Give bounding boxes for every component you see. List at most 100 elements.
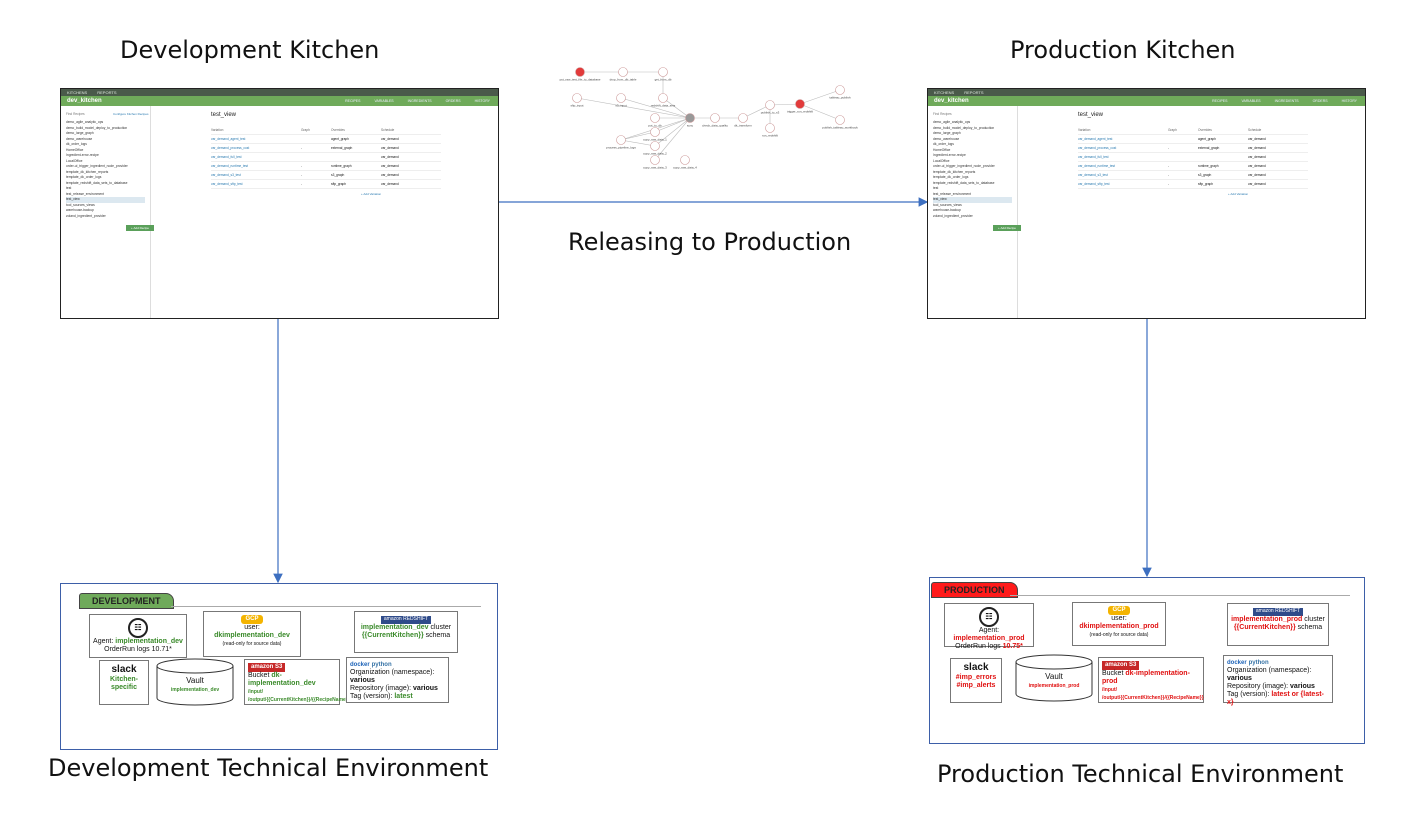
tab-orders[interactable]: ORDERS	[1312, 99, 1328, 103]
graph-node[interactable]	[710, 113, 720, 123]
recipe-item[interactable]: demo_agile_analytic_ops	[933, 120, 971, 124]
graph-node[interactable]	[650, 113, 660, 123]
graph-edge	[620, 97, 691, 119]
graph-node[interactable]	[680, 155, 690, 165]
recipe-item[interactable]: test_release_environment	[933, 191, 971, 196]
recipe-item[interactable]: test	[66, 186, 72, 190]
recipe-item[interactable]: template_redshift_data_sets_to_database	[66, 180, 128, 185]
tag-label: Tag (version):	[350, 693, 393, 701]
recipe-item[interactable]: demo_agile_analytic_ops	[66, 120, 104, 124]
recipe-item[interactable]: demo_build_model_deploy_to_production	[933, 125, 995, 130]
graph-node[interactable]	[685, 113, 695, 123]
graph-node[interactable]	[650, 155, 660, 165]
tab-ingredients[interactable]: INGREDIENTS	[407, 99, 432, 103]
recipe-item[interactable]: order-ui_trigger_ingredient_node_provide…	[66, 164, 128, 168]
recipe-item[interactable]: test	[933, 186, 939, 190]
tab-history[interactable]: HISTORY	[1341, 99, 1357, 103]
recipe-item[interactable]: dk_order_logs	[933, 142, 954, 146]
graph-node[interactable]	[575, 67, 585, 77]
recipe-item[interactable]: warehouse-backup	[933, 208, 961, 212]
recipe-item[interactable]: demo_warehouse	[66, 136, 93, 141]
graph-node[interactable]	[765, 100, 775, 110]
tab-orders[interactable]: ORDERS	[445, 99, 461, 103]
recipe-item[interactable]: Ingredient-error-recipe	[933, 153, 966, 157]
recipe-item[interactable]: Ingredient-error-recipe	[66, 153, 99, 157]
tab-variables[interactable]: VARIABLES	[374, 99, 394, 103]
recipe-item[interactable]: template_dk_order_logs	[66, 175, 102, 179]
recipe-item[interactable]: warehouse-backup	[66, 208, 94, 212]
add-recipe-button[interactable]: + Add Recipe	[126, 225, 154, 231]
graph-edge	[576, 97, 691, 119]
recipe-item[interactable]: zoland_ingredient_provider	[66, 213, 106, 218]
col-schedule: Schedule	[1248, 128, 1262, 132]
graph-node[interactable]	[616, 93, 626, 103]
graph-node[interactable]	[835, 115, 845, 125]
recipe-item[interactable]: HomeOffice	[933, 147, 951, 152]
recipe-item[interactable]: zoland_ingredient_provider	[933, 213, 973, 218]
graph-node[interactable]	[658, 93, 668, 103]
find-recipe-input[interactable]: Find Recipes	[66, 112, 85, 116]
recipe-item[interactable]: template_redshift_data_sets_to_database	[933, 180, 995, 185]
releasing-title: Releasing to Production	[568, 228, 852, 256]
graph-node[interactable]	[618, 67, 628, 77]
graph-node[interactable]	[616, 135, 626, 145]
configure-link[interactable]: Configure Kitchen Recipes	[113, 112, 149, 116]
recipe-item[interactable]: template_dk_kitchen_reports	[933, 169, 976, 174]
nav-kitchens[interactable]: KITCHENS	[934, 90, 955, 95]
vault-title: Vault	[1045, 672, 1063, 681]
bucket-path-input: /input/	[1102, 686, 1117, 693]
graph-node[interactable]	[738, 113, 748, 123]
tab-history[interactable]: HISTORY	[474, 99, 490, 103]
tab-variables[interactable]: VARIABLES	[1241, 99, 1261, 103]
tab-recipes[interactable]: RECIPES	[345, 99, 361, 103]
recipe-item[interactable]: template_dk_order_logs	[933, 175, 969, 179]
find-recipe-input[interactable]: Find Recipes	[933, 112, 952, 116]
recipe-item[interactable]: test_view	[933, 197, 1012, 203]
nav-reports[interactable]: REPORTS	[97, 90, 117, 95]
recipe-item[interactable]: dk_order_logs	[66, 142, 87, 146]
add-recipe-button[interactable]: + Add Recipe	[993, 225, 1021, 231]
recipe-item[interactable]: order-ui_trigger_ingredient_node_provide…	[933, 164, 995, 168]
add-variation-link[interactable]: + Add Variation	[361, 192, 382, 196]
recipe-item[interactable]: LocalOffice	[933, 158, 950, 163]
recipe-item[interactable]: LocalOffice	[66, 158, 83, 163]
kitchen-name[interactable]: dev_kitchen	[934, 98, 969, 104]
tab-ingredients[interactable]: INGREDIENTS	[1274, 99, 1299, 103]
graph-node[interactable]	[650, 141, 660, 151]
recipe-item[interactable]: tool_sources_views	[66, 202, 95, 207]
recipe-item[interactable]: demo_build_model_deploy_to_production	[66, 125, 128, 130]
add-variation-link[interactable]: + Add Variation	[1228, 192, 1249, 196]
recipe-item[interactable]: demo_large_graph	[66, 131, 94, 135]
recipe-item[interactable]: test_release_environment	[66, 191, 104, 196]
nav-reports[interactable]: REPORTS	[964, 90, 984, 95]
col-schedule: Schedule	[381, 128, 395, 132]
recipe-item[interactable]: tool_sources_views	[933, 202, 962, 207]
graph-node[interactable]	[795, 99, 805, 109]
graph-node[interactable]	[572, 93, 582, 103]
graph-node[interactable]	[765, 123, 775, 133]
recipe-item[interactable]: demo_warehouse	[933, 136, 960, 141]
kitchen-name[interactable]: dev_kitchen	[67, 98, 102, 104]
recipe-item[interactable]: template_dk_kitchen_reports	[66, 169, 109, 174]
graph-node[interactable]	[650, 127, 660, 137]
graph-node[interactable]	[835, 85, 845, 95]
tab-recipes[interactable]: RECIPES	[1212, 99, 1228, 103]
recipe-item[interactable]: demo_large_graph	[933, 131, 961, 135]
graph-node[interactable]	[658, 67, 668, 77]
recipe-item[interactable]: HomeOffice	[66, 147, 84, 152]
recipe-item[interactable]: test_view	[66, 197, 145, 203]
nav-kitchens[interactable]: KITCHENS	[67, 90, 88, 95]
